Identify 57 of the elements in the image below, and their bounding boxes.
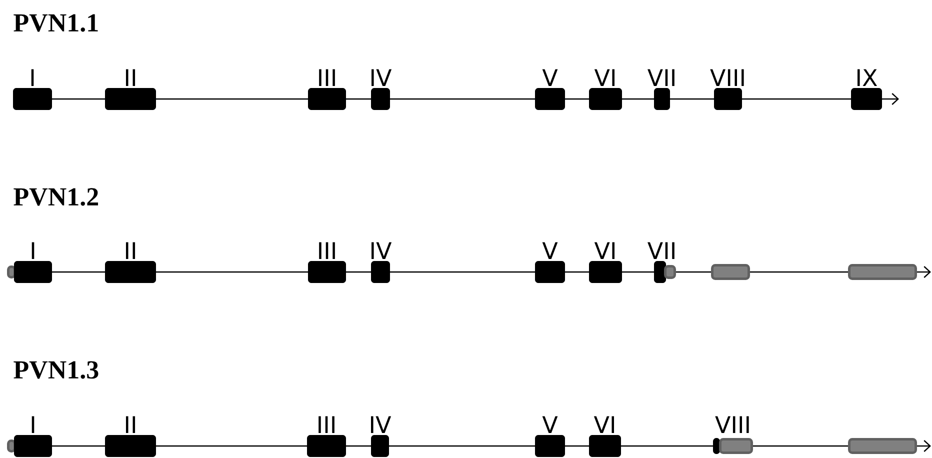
intron-line (52, 445, 105, 447)
intron-line (917, 266, 931, 278)
exon-label: II (126, 69, 136, 86)
intron-line (156, 445, 307, 447)
exon-label: III (319, 242, 335, 259)
intron-line (52, 98, 105, 100)
exon-label: I (32, 416, 34, 433)
intron-line (565, 445, 589, 447)
exon-label: II (126, 416, 136, 433)
intron-line (622, 271, 654, 273)
intron-line (346, 271, 371, 273)
intron-line (156, 271, 308, 273)
intron-line (676, 271, 711, 273)
utr-box (719, 438, 753, 454)
intron-line (622, 98, 654, 100)
utr-box (848, 264, 917, 280)
exon-label: VIII (710, 69, 744, 86)
exon-label: III (319, 69, 335, 86)
exon-label: I (31, 69, 34, 86)
exon-label: IX (858, 69, 878, 86)
intron-line (390, 271, 535, 273)
exon-label: VI (594, 416, 614, 433)
intron-line (346, 445, 371, 447)
intron-line (670, 98, 714, 100)
intron-line (750, 271, 848, 273)
intron-line (621, 445, 713, 447)
utr-box (664, 265, 676, 279)
intron-line (346, 98, 371, 100)
utr-box (848, 438, 917, 454)
isoform-title: PVN1.2 (14, 188, 98, 206)
exon-label: III (318, 416, 334, 433)
intron-line (389, 445, 535, 447)
intron-line (156, 98, 308, 100)
exon-label: I (32, 242, 34, 259)
utr-box (711, 264, 750, 280)
intron-line (390, 98, 535, 100)
exon-label: V (542, 416, 558, 433)
intron-line (565, 271, 589, 273)
exon-label: V (542, 69, 558, 86)
exon-label: VIII (715, 416, 749, 433)
intron-line (917, 440, 931, 452)
intron-line (742, 98, 851, 100)
exon-label: II (126, 242, 136, 259)
intron-line (753, 445, 848, 447)
exon-label: VII (648, 69, 674, 86)
isoform-title: PVN1.1 (14, 14, 98, 32)
exon-label: V (542, 242, 558, 259)
intron-line (565, 98, 589, 100)
isoform-title: PVN1.3 (14, 361, 98, 379)
exon-label: VI (594, 69, 614, 86)
exon-label: IV (372, 242, 392, 259)
exon-label: IV (372, 69, 392, 86)
exon-label: IV (371, 416, 392, 433)
exon-label: VI (594, 242, 614, 259)
intron-line (882, 93, 900, 105)
exon-label: VII (648, 242, 674, 259)
intron-line (52, 271, 105, 273)
